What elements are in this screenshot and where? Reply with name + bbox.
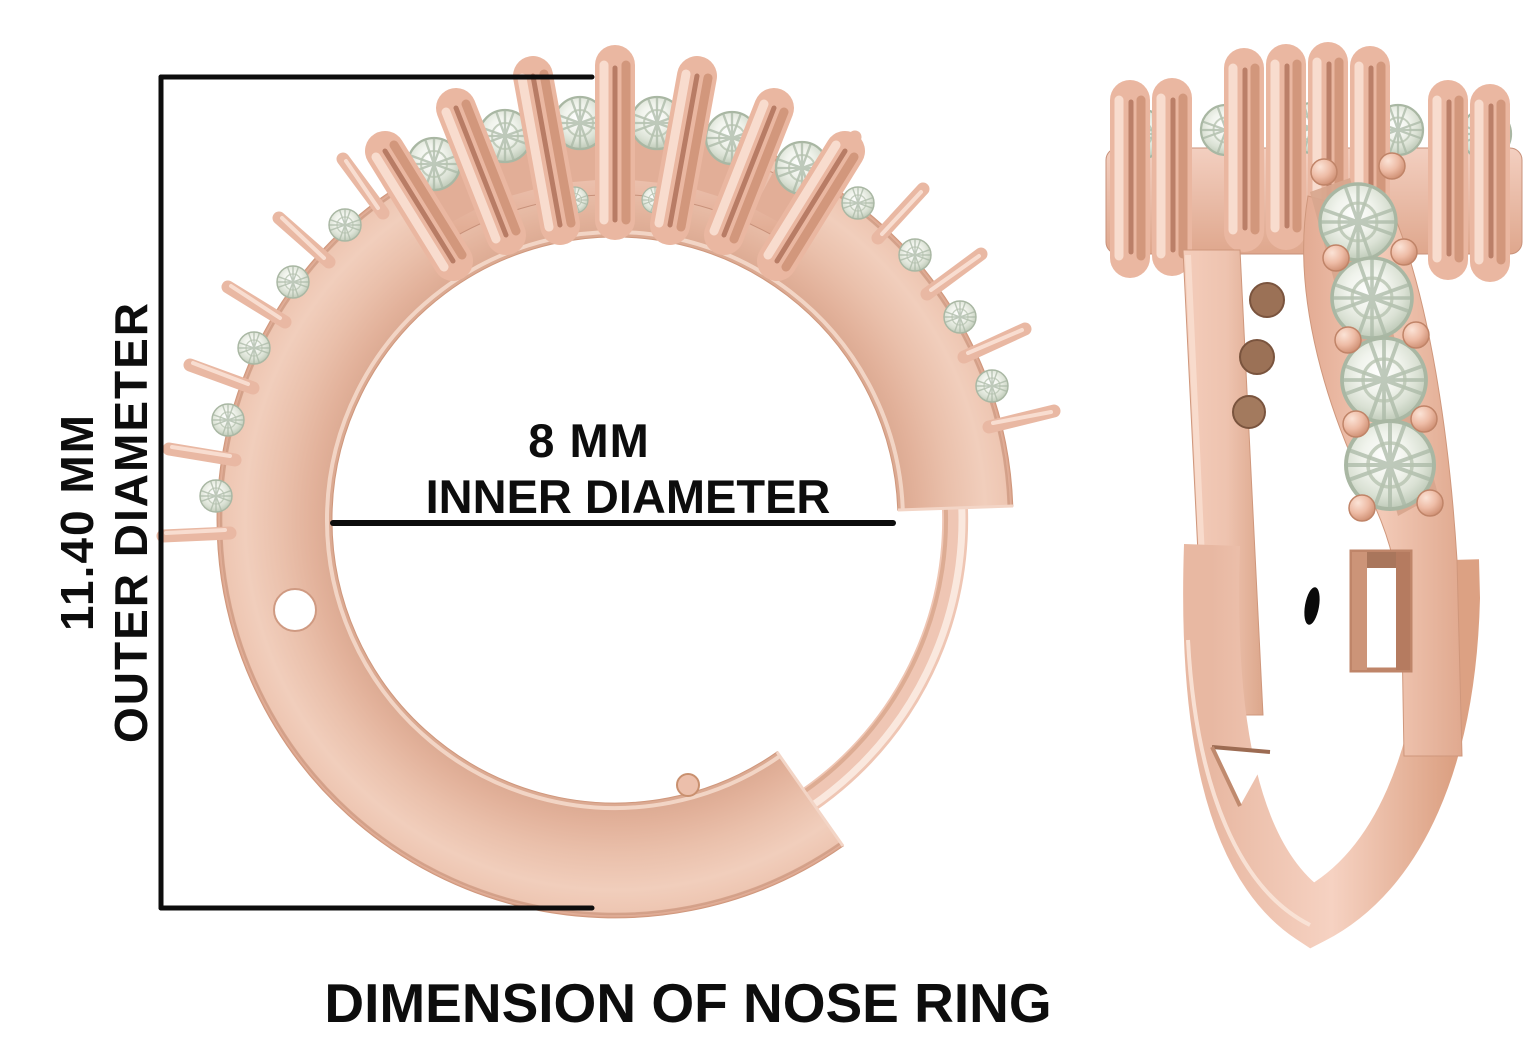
prong [162,442,242,467]
drill-hole [1232,395,1266,429]
bead-prong [1310,158,1338,186]
inner-drill-holes [1232,282,1285,429]
hoop-highlight [1186,639,1311,927]
tube-setting [1428,80,1468,280]
nose-ring-front-view [156,45,1061,919]
nose-ring-side-view [1105,42,1523,949]
wire-highlight [776,459,966,830]
tube-setting [1110,80,1150,278]
crown-cluster [365,45,865,281]
prong [183,358,260,395]
bead-prong [1402,321,1430,349]
wire-shadow [779,473,949,809]
bead-prong [1334,326,1362,354]
tube-setting [436,88,526,255]
diamond [328,208,362,242]
diagram-caption: DIMENSION OF NOSE RING [324,972,1051,1034]
window-cutout [1349,549,1413,673]
drill-hole [1239,339,1275,375]
crown-tubes [365,45,865,281]
diamond [199,479,233,513]
outer-diameter-text-label: OUTER DIAMETER [105,301,157,743]
band-inner-highlight [325,230,905,810]
tube-setting [365,131,473,281]
diamond [211,403,245,437]
bead-prong [1348,494,1376,522]
inner-diameter-dimension: 8 MM INNER DIAMETER [330,414,896,526]
bead-prong [1410,405,1438,433]
diamond [975,369,1009,403]
clasp-notch [1210,745,1271,807]
drill-hole [1249,282,1285,318]
tube-setting [1152,78,1192,276]
bead-prong [1342,410,1370,438]
channel-diamonds [1310,152,1444,522]
band-end-cut-bottom [775,751,845,847]
tube-setting [1224,48,1264,252]
tube-setting [595,45,635,240]
diamond [841,186,875,220]
outer-diameter-dimension: 11.40 MM OUTER DIAMETER [51,74,595,911]
inner-diameter-text-label: INNER DIAMETER [426,470,831,523]
side-pin-hole [1304,587,1320,625]
bead-prong [1322,244,1350,272]
diamond [943,300,977,334]
bead-prongs [1310,152,1444,522]
tube-setting [650,56,717,245]
inner-diameter-value-label: 8 MM [528,414,650,467]
tube-setting [704,88,794,255]
diamond [1330,256,1414,340]
tube-setting [1470,84,1510,282]
outer-diameter-value-label: 11.40 MM [51,413,103,631]
tube-setting [1266,44,1306,250]
tube-setting [757,131,865,281]
bead-prong [1390,238,1418,266]
diamond [276,265,310,299]
diamond [898,238,932,272]
band-end-cut-right [897,504,1014,512]
piercing-pin-hole [273,588,317,632]
bead-prong [1378,152,1406,180]
prong [156,526,237,543]
diamond [237,331,271,365]
bead-prong [1416,489,1444,517]
tube-setting [513,56,580,245]
hinge-detail [676,773,700,797]
